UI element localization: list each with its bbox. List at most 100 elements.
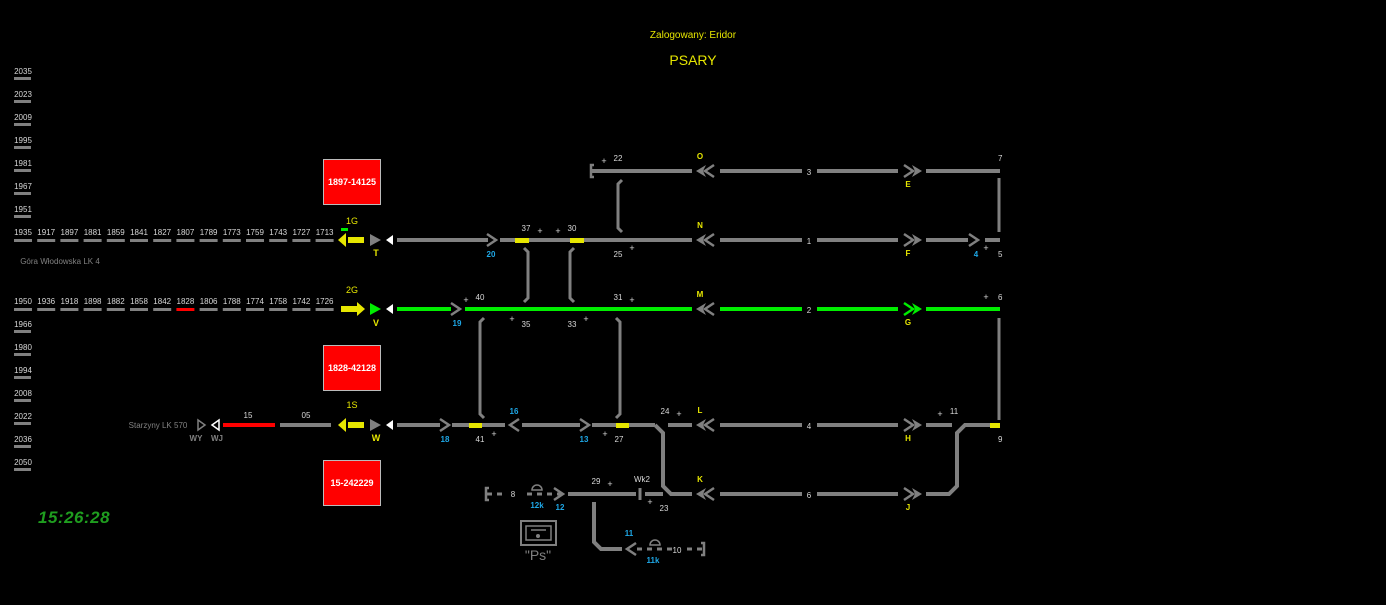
train-box[interactable]: 1828-42128	[323, 345, 381, 391]
direction-arrow-body[interactable]	[341, 306, 357, 312]
signal-label-j: J	[906, 503, 910, 512]
block-section[interactable]	[315, 308, 334, 311]
block-section[interactable]	[153, 308, 172, 311]
block-section[interactable]	[222, 239, 241, 242]
block-section[interactable]	[315, 239, 334, 242]
track-segment[interactable]	[653, 423, 692, 496]
point-chevron-right-icon[interactable]	[439, 417, 452, 433]
signal-wj-icon[interactable]	[210, 418, 220, 432]
block-section[interactable]	[292, 308, 311, 311]
crossover-bracket[interactable]	[478, 316, 486, 420]
point-chevron-left-icon[interactable]	[624, 541, 637, 557]
direction-arrow-right-icon[interactable]	[357, 302, 365, 316]
signal-arrow-left-icon[interactable]	[696, 234, 706, 246]
block-section[interactable]	[14, 376, 31, 379]
point-chevron-right-icon[interactable]	[486, 232, 499, 248]
signal-wy-icon[interactable]	[197, 418, 207, 432]
signal-arrow-left-icon[interactable]	[696, 165, 706, 177]
signal-arrow-right-icon[interactable]	[903, 163, 916, 179]
block-section[interactable]	[269, 308, 288, 311]
block-section[interactable]	[14, 308, 32, 311]
signal-t-shunt-icon[interactable]	[386, 235, 393, 245]
signal-arrow-left-icon[interactable]	[702, 417, 715, 433]
point-chevron-right-icon[interactable]	[968, 232, 981, 248]
signal-arrow-right-icon[interactable]	[903, 486, 916, 502]
point-chevron-right-icon[interactable]	[450, 301, 463, 317]
signal-arrow-right-icon[interactable]	[903, 301, 916, 317]
block-section[interactable]	[106, 308, 125, 311]
signal-arrow-right-icon[interactable]	[912, 303, 922, 315]
block-section[interactable]	[199, 308, 218, 311]
crossover-bracket[interactable]	[614, 316, 622, 420]
block-section[interactable]	[153, 239, 172, 242]
crossover-bracket[interactable]	[568, 246, 576, 304]
track-segment[interactable]	[926, 423, 1000, 496]
crossover-bracket[interactable]	[522, 246, 530, 304]
point-chevron-left-icon[interactable]	[507, 417, 520, 433]
signal-arrow-right-icon[interactable]	[912, 165, 922, 177]
block-section[interactable]	[176, 239, 195, 242]
direction-arrow-body[interactable]	[348, 237, 364, 243]
block-section[interactable]	[83, 239, 102, 242]
signal-arrow-left-icon[interactable]	[702, 232, 715, 248]
signal-arrow-right-icon[interactable]	[903, 232, 916, 248]
crossover-bracket[interactable]	[616, 178, 624, 234]
block-section[interactable]	[292, 239, 311, 242]
block-section[interactable]	[14, 77, 31, 80]
signal-arrow-left-icon[interactable]	[702, 301, 715, 317]
block-section[interactable]	[199, 239, 218, 242]
block-section[interactable]	[37, 239, 56, 242]
point-chevron-right-icon[interactable]	[579, 417, 592, 433]
block-section[interactable]	[14, 399, 31, 402]
signal-arrow-right-icon[interactable]	[912, 419, 922, 431]
train-box[interactable]: 1897-14125	[323, 159, 381, 205]
signal-arrow-left-icon[interactable]	[696, 303, 706, 315]
signal-v-icon[interactable]	[370, 303, 381, 315]
direction-arrow-body[interactable]	[348, 422, 364, 428]
block-section[interactable]	[60, 308, 79, 311]
signal-arrow-right-icon[interactable]	[912, 488, 922, 500]
block-label: 1759	[246, 228, 264, 237]
ps-panel-icon[interactable]	[520, 520, 557, 546]
point-chevron-right-icon[interactable]	[553, 486, 566, 502]
block-section[interactable]	[14, 468, 31, 471]
signal-arrow-left-icon[interactable]	[702, 486, 715, 502]
block-section[interactable]	[269, 239, 288, 242]
signal-w-icon[interactable]	[370, 419, 381, 431]
direction-arrow-left-icon[interactable]	[338, 418, 346, 432]
signal-arrow-right-icon[interactable]	[903, 417, 916, 433]
block-section[interactable]	[14, 146, 31, 149]
block-section[interactable]	[176, 308, 195, 311]
signal-arrow-left-icon[interactable]	[702, 163, 715, 179]
signal-arrow-left-icon[interactable]	[696, 419, 706, 431]
block-section[interactable]	[37, 308, 56, 311]
block-section[interactable]	[130, 239, 148, 242]
block-section[interactable]	[14, 353, 31, 356]
block-section[interactable]	[222, 308, 241, 311]
signal-arrow-right-icon[interactable]	[912, 234, 922, 246]
block-section[interactable]	[83, 308, 102, 311]
signal-arrow-left-icon[interactable]	[696, 488, 706, 500]
block-section[interactable]	[14, 239, 32, 242]
signal-v-shunt-icon[interactable]	[386, 304, 393, 314]
track-segment[interactable]	[592, 502, 622, 551]
block-section[interactable]	[14, 192, 31, 195]
shunt-signal-12k-icon[interactable]	[531, 484, 543, 491]
shunt-signal-11k-icon[interactable]	[649, 539, 661, 546]
block-section[interactable]	[106, 239, 125, 242]
block-section[interactable]	[14, 100, 31, 103]
block-section[interactable]	[14, 169, 31, 172]
block-section[interactable]	[14, 215, 31, 218]
block-section[interactable]	[14, 422, 31, 425]
block-section[interactable]	[246, 239, 264, 242]
train-box[interactable]: 15-242229	[323, 460, 381, 506]
block-section[interactable]	[246, 308, 264, 311]
block-section[interactable]	[130, 308, 148, 311]
block-section[interactable]	[60, 239, 79, 242]
signal-t-icon[interactable]	[370, 234, 381, 246]
direction-arrow-left-icon[interactable]	[338, 233, 346, 247]
block-section[interactable]	[14, 123, 31, 126]
block-section[interactable]	[14, 330, 31, 333]
block-section[interactable]	[14, 445, 31, 448]
signal-w-shunt-icon[interactable]	[386, 420, 393, 430]
